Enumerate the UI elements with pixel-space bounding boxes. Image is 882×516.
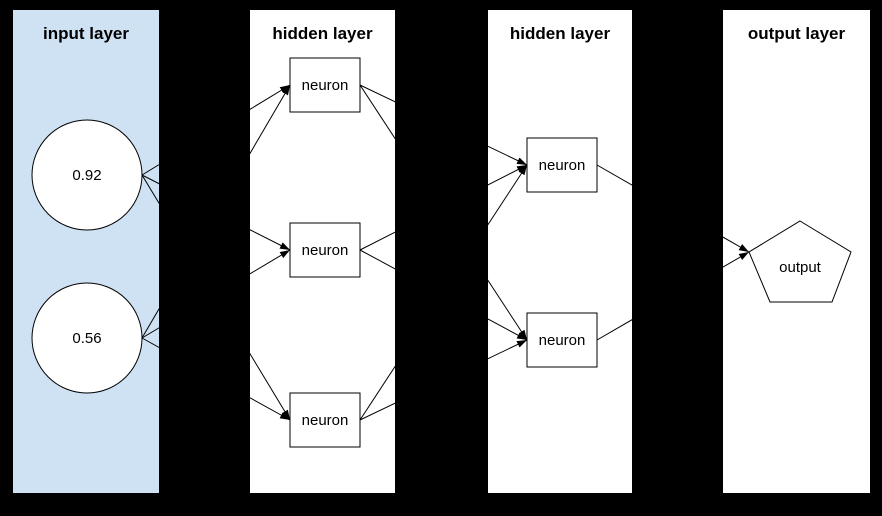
hidden1-neuron-label-1: neuron: [302, 242, 349, 259]
input-node-label-0: 0.92: [72, 167, 101, 184]
edge-input-0-to-hidden1-1[interactable]: [141, 174, 291, 251]
layer-title-hidden1: hidden layer: [272, 24, 373, 43]
edge-hidden1-1-to-hidden2-1[interactable]: [359, 249, 528, 341]
layer-panel-input[interactable]: input layer: [13, 10, 159, 493]
edge-hidden1-2-to-hidden2-0[interactable]: [359, 164, 528, 421]
edge-input-0-to-hidden1-0[interactable]: [141, 84, 291, 176]
hidden1-neuron-node-2[interactable]: [289, 392, 361, 448]
output-node-pentagon[interactable]: [748, 220, 852, 303]
edge-hidden1-0-to-hidden2-0[interactable]: [359, 84, 528, 166]
layer-panel-hidden2[interactable]: hidden layer: [488, 10, 632, 493]
hidden2-neuron-label-1: neuron: [539, 332, 586, 349]
output-node-label: output: [779, 259, 822, 276]
hidden1-neuron-node-1[interactable]: [289, 222, 361, 278]
edge-hidden2-0-to-output[interactable]: [596, 164, 750, 253]
edge-input-0-to-hidden1-2[interactable]: [141, 174, 291, 421]
layer-title-hidden2: hidden layer: [509, 24, 611, 43]
layer-title-output: output layer: [747, 24, 846, 43]
edge-hidden1-0-to-hidden2-1[interactable]: [359, 84, 528, 341]
nodes-group: 0.92 0.56 neuron neuron neuron neuron neuron ou…: [31, 57, 852, 448]
edge-input-1-to-hidden1-1[interactable]: [141, 249, 291, 339]
edge-hidden1-2-to-hidden2-1[interactable]: [359, 339, 528, 421]
input-node-0[interactable]: [31, 119, 143, 231]
hidden1-neuron-label-0: neuron: [302, 77, 349, 94]
edge-hidden1-1-to-hidden2-0[interactable]: [359, 164, 528, 251]
hidden2-neuron-node-1[interactable]: [526, 312, 598, 368]
layer-title-input: input layer: [43, 24, 129, 43]
edge-hidden2-1-to-output[interactable]: [596, 251, 750, 341]
hidden1-neuron-label-2: neuron: [302, 412, 349, 429]
hidden2-neuron-node-0[interactable]: [526, 137, 598, 193]
input-node-1[interactable]: [31, 282, 143, 394]
edge-input-1-to-hidden1-0[interactable]: [141, 84, 291, 339]
hidden1-neuron-node-0[interactable]: [289, 57, 361, 113]
edges-group: [141, 84, 750, 421]
input-node-label-1: 0.56: [72, 330, 101, 347]
edge-input-1-to-hidden1-2[interactable]: [141, 337, 291, 421]
hidden2-neuron-label-0: neuron: [539, 157, 586, 174]
